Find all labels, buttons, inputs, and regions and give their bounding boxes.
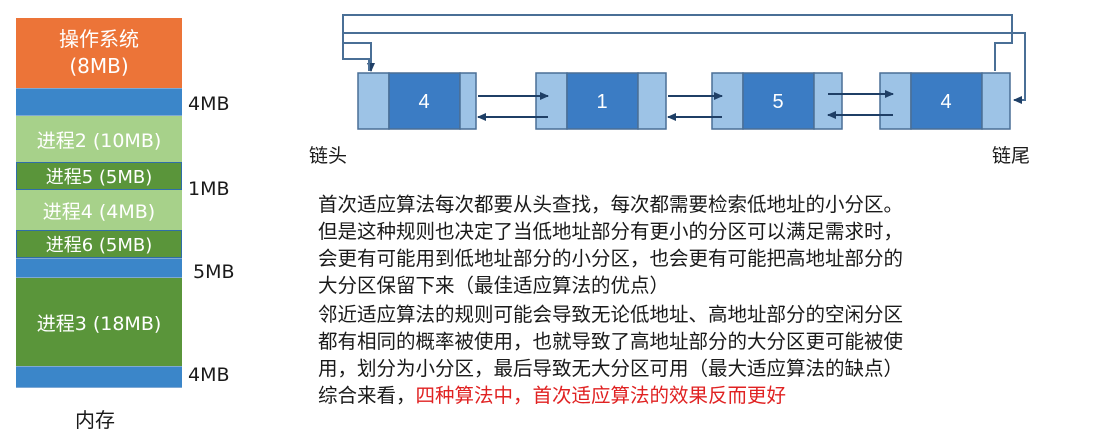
explanation-line: 但是这种规则也决定了当低地址部分有更小的分区可以满足需求时， [318, 220, 904, 243]
free-size-label: 5MB [193, 261, 235, 283]
explanation-line: 都有相同的概率被使用，也就导致了高地址部分的大分区更可能被使 [318, 330, 904, 353]
memory-block-os-label: 操作系统 [59, 27, 139, 51]
explanation-line: 大分区保留下来（最佳适应算法的优点） [318, 274, 670, 297]
explanation-line: 邻近适应算法的规则可能会导致无论低地址、高地址部分的空闲分区 [318, 303, 904, 326]
tail-pointer-line [342, 14, 1013, 71]
free-partition-linked-list: 4 1 5 4 链头 链尾 [309, 14, 1030, 167]
conclusion-line: 综合来看，四种算法中，首次适应算法的效果反而更好 [318, 382, 786, 409]
list-tail-label: 链尾 [992, 145, 1030, 167]
memory-free-block [16, 88, 182, 116]
explanation-line: 会更有可能用到低地址部分的小分区，也会更有可能把高地址部分的 [318, 247, 904, 270]
explanation-line: 首次适应算法每次都要从头查找，每次都需要检索低地址的小分区。 [318, 193, 904, 216]
list-node: 4 [357, 72, 477, 130]
memory-free-block [16, 258, 182, 278]
memory-block-process4-label: 进程4 (4MB) [42, 200, 156, 223]
list-node: 1 [535, 72, 667, 130]
memory-block-process4: 进程4 (4MB) [16, 190, 182, 230]
memory-block-os: 操作系统 (8MB) [16, 18, 182, 88]
free-size-label: 4MB [188, 93, 230, 115]
memory-block-process6: 进程6 (5MB) [16, 230, 182, 258]
explanation-line: 用，划分为小分区，最后导致无大分区可用（最大适应算法的缺点） [318, 357, 904, 380]
memory-block-process6-label: 进程6 (5MB) [45, 235, 153, 256]
memory-block-process3: 进程3 (18MB) [16, 278, 182, 366]
memory-block-process5: 进程5 (5MB) [16, 162, 182, 190]
list-node: 4 [879, 72, 1011, 130]
list-node-value: 4 [418, 91, 429, 113]
list-head-label: 链头 [309, 145, 347, 167]
memory-caption: 内存 [75, 408, 115, 432]
list-node-value: 5 [772, 91, 783, 113]
memory-block-process2: 进程2 (10MB) [16, 116, 182, 162]
free-size-label: 4MB [188, 364, 230, 386]
head-to-tail-arrow [342, 32, 1026, 104]
memory-block-os-size: (8MB) [69, 54, 129, 78]
list-node: 5 [711, 72, 843, 130]
memory-free-block [16, 366, 182, 388]
list-node-value: 1 [596, 91, 607, 113]
memory-block-process5-label: 进程5 (5MB) [45, 167, 153, 188]
memory-block-process2-label: 进程2 (10MB) [36, 129, 162, 152]
free-size-label: 1MB [188, 178, 230, 200]
conclusion-prefix: 综合来看， [318, 384, 416, 407]
memory-block-process3-label: 进程3 (18MB) [36, 312, 162, 335]
list-node-value: 4 [940, 91, 951, 113]
tail-to-head-arrow [343, 42, 375, 72]
conclusion-highlight: 四种算法中，首次适应算法的效果反而更好 [415, 384, 787, 407]
